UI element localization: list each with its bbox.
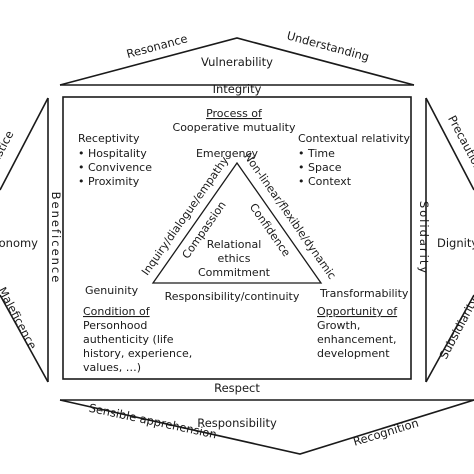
label-recognition: Recognition — [351, 416, 420, 449]
receptivity-item: • Convivence — [78, 161, 152, 174]
receptivity-title: Receptivity — [78, 132, 140, 145]
contextual-item: • Space — [298, 161, 342, 174]
condition-line: values, …) — [83, 361, 141, 374]
label-integrity: Integrity — [213, 82, 262, 96]
contextual-title: Contextual relativity — [298, 132, 410, 145]
opportunity-line: development — [317, 347, 390, 360]
condition-heading: Condition of — [83, 305, 151, 318]
condition-line: Personhood — [83, 319, 147, 332]
label-autonomy: Autonomy — [0, 236, 38, 250]
triangle-center-line: Relational — [207, 238, 262, 251]
label-solidarity: Solidarity — [417, 201, 431, 275]
triangle-center-line: ethics — [218, 252, 251, 265]
label-beneficence: Beneficence — [49, 192, 63, 285]
triangle-center-line: Commitment — [198, 266, 271, 279]
right-wedge-upper — [425, 97, 474, 191]
label-respect: Respect — [214, 381, 260, 395]
opportunity-line: enhancement, — [317, 333, 397, 346]
outer-bottom-roof — [59, 399, 474, 455]
contextual-item: • Time — [298, 147, 335, 160]
right-wedge-lower — [425, 294, 474, 383]
process-heading: Process of — [206, 107, 263, 120]
receptivity-item: • Proximity — [78, 175, 140, 188]
outer-top-roof — [59, 37, 415, 86]
left-wedge-lower — [0, 294, 49, 383]
label-resonance: Resonance — [125, 31, 189, 61]
triangle-right-corner-label: Transformability — [319, 287, 409, 300]
triangle-left-corner-label: Genuinity — [85, 284, 139, 297]
relational-triangle — [151, 161, 323, 284]
triangle-apex-label: Emergency — [196, 147, 259, 160]
label-maleficence: Maleficence — [0, 285, 40, 352]
condition-line: authenticity (life — [83, 333, 174, 346]
contextual-item: • Context — [298, 175, 352, 188]
condition-line: history, experience, — [83, 347, 192, 360]
label-dignity: Dignity — [437, 236, 474, 250]
opportunity-line: Growth, — [317, 319, 360, 332]
left-wedge-upper — [0, 97, 49, 191]
label-subsidiarity: Subsidiarity — [436, 295, 474, 362]
opportunity-heading: Opportunity of — [317, 305, 398, 318]
receptivity-item: • Hospitality — [78, 147, 147, 160]
label-responsibility-outer: Responsibility — [197, 416, 277, 430]
central-box — [62, 96, 412, 380]
label-vulnerability: Vulnerability — [201, 55, 273, 69]
label-understanding: Understanding — [285, 28, 370, 63]
process-subheading: Cooperative mutuality — [173, 121, 296, 134]
triangle-base-label: Responsibility/continuity — [165, 290, 300, 303]
